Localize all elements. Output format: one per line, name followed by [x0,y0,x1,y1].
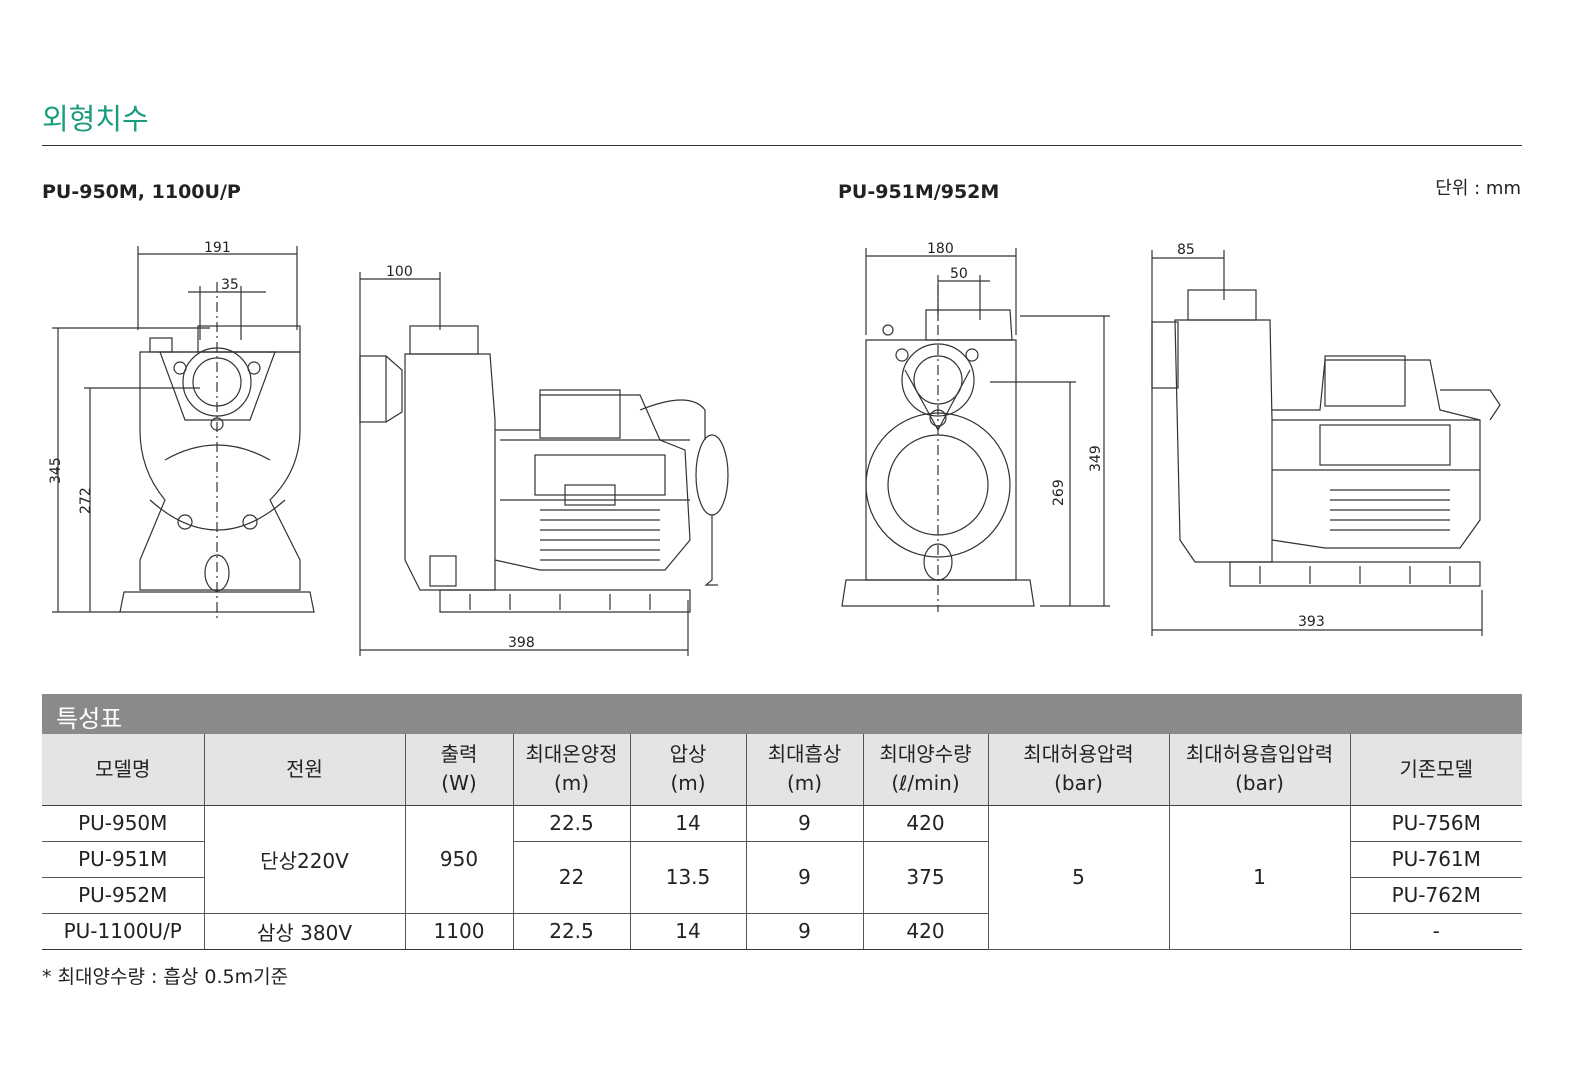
header-old-model: 기존모델 [1350,734,1522,806]
dim-front-right-width: 180 [927,241,954,257]
header-model: 모델명 [42,734,205,806]
header-max-head: 최대온양정(m) [513,734,631,806]
cell-pressure-head: 13.5 [630,841,747,914]
header-power: 전원 [204,734,406,806]
spec-header-row: 모델명 전원 출력(W) 최대온양정(m) 압상(m) 최대흡상(m) 최대양수… [42,734,1522,806]
cell-output-single: 950 [405,805,514,914]
cell-suction: 9 [746,841,864,914]
cell-max-suction-pressure: 1 [1169,805,1351,950]
cell-max-pressure: 5 [988,805,1170,950]
dim-front-left-port: 35 [221,277,239,293]
front-view-right [841,248,1110,612]
cell-flow: 420 [863,805,989,842]
dim-front-right-height: 349 [1088,445,1104,472]
header-output: 출력(W) [405,734,514,806]
drawing-label-right: PU-951M/952M [838,181,1000,203]
cell-suction: 9 [746,913,864,950]
drawing-label-left: PU-950M, 1100U/P [42,181,241,203]
header-pressure-head: 압상(m) [630,734,747,806]
footnote: * 최대양수량 : 흡상 0.5m기준 [42,966,289,988]
cell-old-model: PU-762M [1350,877,1522,914]
header-max-suction-pressure: 최대허용흡입압력(bar) [1169,734,1351,806]
table-row: PU-950M 단상220V 950 22.5 14 9 420 5 1 PU-… [42,805,1522,950]
cell-head: 22 [513,841,631,914]
cell-flow: 375 [863,841,989,914]
cell-old-model: - [1350,913,1522,950]
cell-model: PU-951M [42,841,205,878]
dim-side-right-top: 85 [1177,242,1195,258]
side-view-left [359,272,729,656]
dim-side-left-top: 100 [386,264,413,280]
table-row: PU-1100U/P 삼상 380V 1100 22.5 14 9 420 - [42,913,1522,950]
header-max-pressure: 최대허용압력(bar) [988,734,1170,806]
section-title-dimensions: 외형치수 [42,102,149,136]
dim-front-right-port: 50 [950,266,968,282]
header-max-flow: 최대양수량(ℓ/min) [863,734,989,806]
table-row: PU-952M PU-762M [42,877,1522,914]
dim-side-right-length: 393 [1298,614,1325,630]
front-view-left [52,246,315,620]
cell-suction: 9 [746,805,864,842]
cell-pressure-head: 14 [630,805,747,842]
table-row: PU-951M 22 13.5 9 375 PU-761M [42,841,1522,914]
cell-old-model: PU-756M [1350,805,1522,842]
dim-front-left-width: 191 [204,240,231,256]
cell-flow: 420 [863,913,989,950]
spec-table-title: 특성표 [56,705,123,733]
cell-model: PU-1100U/P [42,913,205,950]
cell-power-three: 삼상 380V [204,913,406,950]
dim-front-left-height: 345 [48,457,64,484]
cell-output-three: 1100 [405,913,514,950]
cell-model: PU-950M [42,805,205,842]
cell-power-single: 단상220V [204,805,406,914]
title-divider [42,145,1522,146]
cell-head: 22.5 [513,805,631,842]
spec-table-header-bar: 특성표 [42,694,1522,734]
spec-table: 모델명 전원 출력(W) 최대온양정(m) 압상(m) 최대흡상(m) 최대양수… [42,734,1522,950]
header-max-suction: 최대흡상(m) [746,734,864,806]
unit-label: 단위 : mm [1435,178,1521,199]
cell-head: 22.5 [513,913,631,950]
cell-pressure-head: 14 [630,913,747,950]
cell-model: PU-952M [42,877,205,914]
dim-front-right-center: 269 [1051,479,1067,506]
cell-old-model: PU-761M [1350,841,1522,878]
side-view-right [1151,250,1501,636]
dim-front-left-center: 272 [78,487,94,514]
dimension-drawings: 191 35 345 272 100 398 180 50 349 269 85… [48,240,1501,656]
dim-side-left-length: 398 [508,635,535,651]
